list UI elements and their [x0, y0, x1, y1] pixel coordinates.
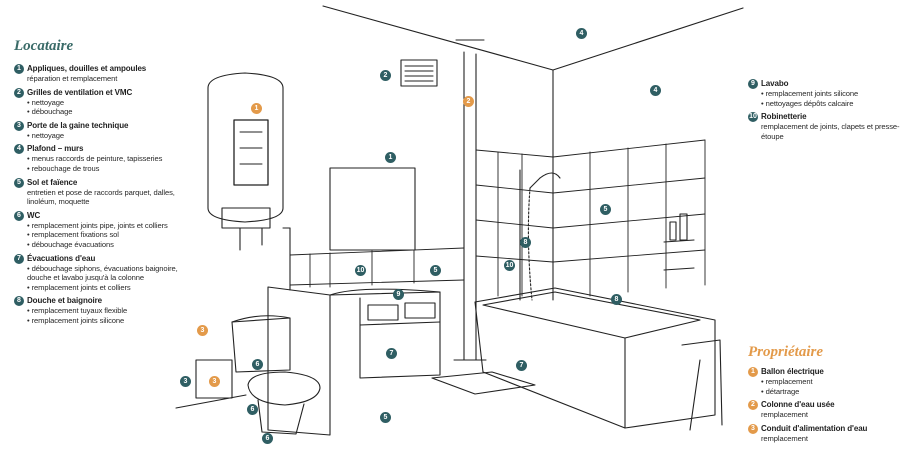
legend-number-badge: 2: [748, 400, 758, 411]
diagram-marker: 8: [611, 294, 622, 305]
legend-item: 6WCremplacement joints pipe, joints et c…: [14, 210, 194, 250]
legend-item-title: Ballon électrique: [761, 367, 824, 376]
legend-item-title: Plafond – murs: [27, 144, 84, 154]
legend-item-description: remplacement de joints, clapets et press…: [761, 122, 900, 141]
locataire-right-items: 9Lavaboremplacement joints siliconenetto…: [748, 79, 908, 141]
legend-number-badge: 6: [14, 210, 24, 221]
legend-number-badge: 3: [14, 120, 24, 131]
legend-item-description: réparation et remplacement: [27, 74, 118, 83]
diagram-marker: 6: [247, 404, 258, 415]
legend-item-description: débouchage: [27, 107, 194, 117]
diagram-marker: 10: [504, 260, 515, 271]
diagram-marker: 4: [576, 28, 587, 39]
legend-number-badge: 7: [14, 253, 24, 264]
legend-item-description: remplacement joints silicone: [761, 89, 908, 99]
legend-item-title: Conduit d'alimentation d'eau: [761, 423, 868, 433]
legend-number-badge: 3: [748, 423, 758, 434]
legend-item-description: remplacement joints et colliers: [27, 283, 194, 293]
legend-number-badge: 5: [14, 177, 24, 188]
locataire-right-panel: 9Lavaboremplacement joints siliconenetto…: [748, 79, 908, 145]
legend-item-description: remplacement fixations sol: [27, 230, 194, 240]
legend-item-description: débouchage évacuations: [27, 240, 194, 250]
legend-item-description: entretien et pose de raccords parquet, d…: [27, 187, 175, 207]
legend-item-title: Douche et baignoire: [27, 296, 102, 306]
diagram-marker: 1: [251, 103, 262, 114]
legend-item-description: remplacement: [761, 433, 808, 443]
legend-item-title: WC: [27, 210, 41, 220]
legend-item-description: nettoyage: [27, 131, 194, 141]
legend-item-title: Évacuations d'eau: [27, 253, 96, 263]
diagram-marker: 2: [463, 96, 474, 107]
legend-number-badge: 4: [14, 144, 24, 155]
legend-item-title: Lavabo: [761, 79, 789, 88]
diagram-marker: 9: [393, 289, 404, 300]
diagram-marker: 10: [355, 265, 366, 276]
diagram-marker: 3: [197, 325, 208, 336]
legend-item-title: Appliques, douilles et ampoules: [27, 64, 147, 73]
legend-item-description: remplacement joints pipe, joints et coll…: [27, 221, 194, 231]
legend-item-title: Grilles de ventilation et VMC: [27, 87, 133, 97]
legend-item-title: Porte de la gaine technique: [27, 120, 129, 130]
legend-item-description: nettoyages dépôts calcaire: [761, 99, 908, 109]
legend-item-description: remplacement joints silicone: [27, 316, 194, 326]
diagram-marker: 6: [252, 359, 263, 370]
legend-item-description: nettoyage: [27, 98, 194, 108]
diagram-marker: 5: [430, 265, 441, 276]
diagram-marker: 3: [180, 376, 191, 387]
locataire-title: Locataire: [14, 38, 74, 54]
legend-number-badge: 1: [748, 367, 758, 377]
diagram-marker: 3: [209, 376, 220, 387]
diagram-marker: 7: [516, 360, 527, 371]
legend-item-description: menus raccords de peinture, tapisseries: [27, 154, 194, 164]
legend-number-badge: 8: [14, 296, 24, 307]
legend-item: 9Lavaboremplacement joints siliconenetto…: [748, 79, 908, 108]
diagram-marker: 6: [262, 433, 273, 444]
diagram-marker: 4: [650, 85, 661, 96]
diagram-marker: 1: [385, 152, 396, 163]
legend-number-badge: 2: [14, 87, 24, 98]
diagram-marker: 7: [386, 348, 397, 359]
legend-item-description: remplacement: [761, 377, 908, 387]
legend-item-description: débouchage siphons, évacuations baignoir…: [27, 264, 194, 283]
legend-item-description: détartrage: [761, 387, 908, 397]
legend-item-title: Sol et faïence: [27, 177, 78, 187]
diagram-marker: 8: [520, 237, 531, 248]
legend-item-description: rebouchage de trous: [27, 164, 194, 174]
legend-number-badge: 10: [748, 112, 758, 123]
legend-item-title: Colonne d'eau usée: [761, 400, 835, 410]
legend-item-description: remplacement tuyaux flexible: [27, 306, 194, 316]
legend-number-badge: 9: [748, 79, 758, 89]
legend-number-badge: 1: [14, 64, 24, 74]
proprietaire-title: Propriétaire: [748, 344, 823, 360]
legend-item-title: Robinetterie: [761, 112, 807, 122]
diagram-marker: 5: [380, 412, 391, 423]
diagram-marker: 5: [600, 204, 611, 215]
diagram-marker: 2: [380, 70, 391, 81]
legend-item-description: remplacement: [761, 410, 808, 420]
